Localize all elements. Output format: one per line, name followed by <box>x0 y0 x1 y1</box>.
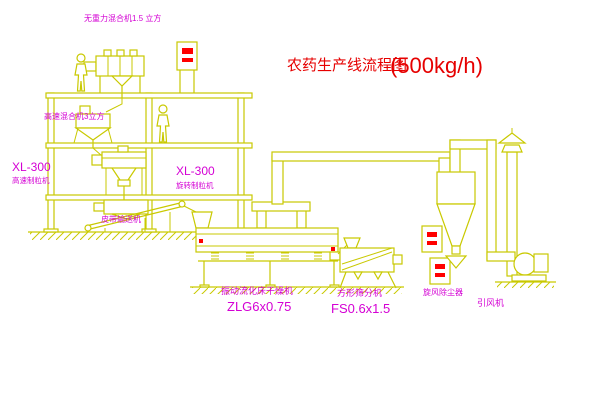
labels: 无重力混合机1.5 立方 高速混合机3立方 XL-300 高速制粒机 XL-30… <box>12 13 504 316</box>
label-granulator-left-name: 高速制粒机 <box>12 175 50 185</box>
worker-figure <box>156 104 170 143</box>
label-dryer-model: ZLG6x0.75 <box>227 299 291 314</box>
label-sieve-model: FS0.6x1.5 <box>331 301 390 316</box>
label-granulator-left-model: XL-300 <box>12 160 51 174</box>
exhaust-duct <box>251 151 451 229</box>
cyclone <box>436 139 497 269</box>
square-sieve <box>339 237 403 289</box>
label-mixer-second: 高速混合机3立方 <box>44 111 104 121</box>
title-capacity: (500kg/h) <box>390 53 483 78</box>
label-belt-conveyor: 皮带输送机 <box>101 214 141 224</box>
granulator-third-floor <box>91 145 147 200</box>
mixer-second-floor <box>73 105 113 157</box>
label-granulator-right-model: XL-300 <box>176 164 215 178</box>
worker-figure <box>74 53 88 92</box>
diagram-title: 农药生产线流程图 (500kg/h) <box>287 53 483 78</box>
label-granulator-right-name: 旋转制粒机 <box>176 180 214 190</box>
mixer-top <box>83 49 145 113</box>
ground-fan-area <box>495 281 556 288</box>
induced-draft-fan <box>486 251 549 282</box>
belt-conveyor <box>84 200 197 232</box>
exhaust-stack <box>497 128 527 277</box>
control-cabinet-a <box>421 225 443 253</box>
control-cabinet-top <box>176 41 198 93</box>
fluid-bed-dryer <box>191 211 349 288</box>
label-mixer-top: 无重力混合机1.5 立方 <box>84 13 161 23</box>
label-sieve-name: 方形筛分机 <box>337 287 382 298</box>
control-cabinet-b <box>429 257 451 285</box>
label-cyclone: 旋风除尘器 <box>423 287 463 297</box>
granulator-ground-floor <box>93 199 149 220</box>
label-fan: 引风机 <box>477 297 504 308</box>
title-text: 农药生产线流程图 <box>287 57 407 74</box>
ground-dryer-area <box>190 286 404 294</box>
building-structure <box>43 92 253 233</box>
label-dryer-name: 振动流化床干燥机 <box>221 285 293 296</box>
